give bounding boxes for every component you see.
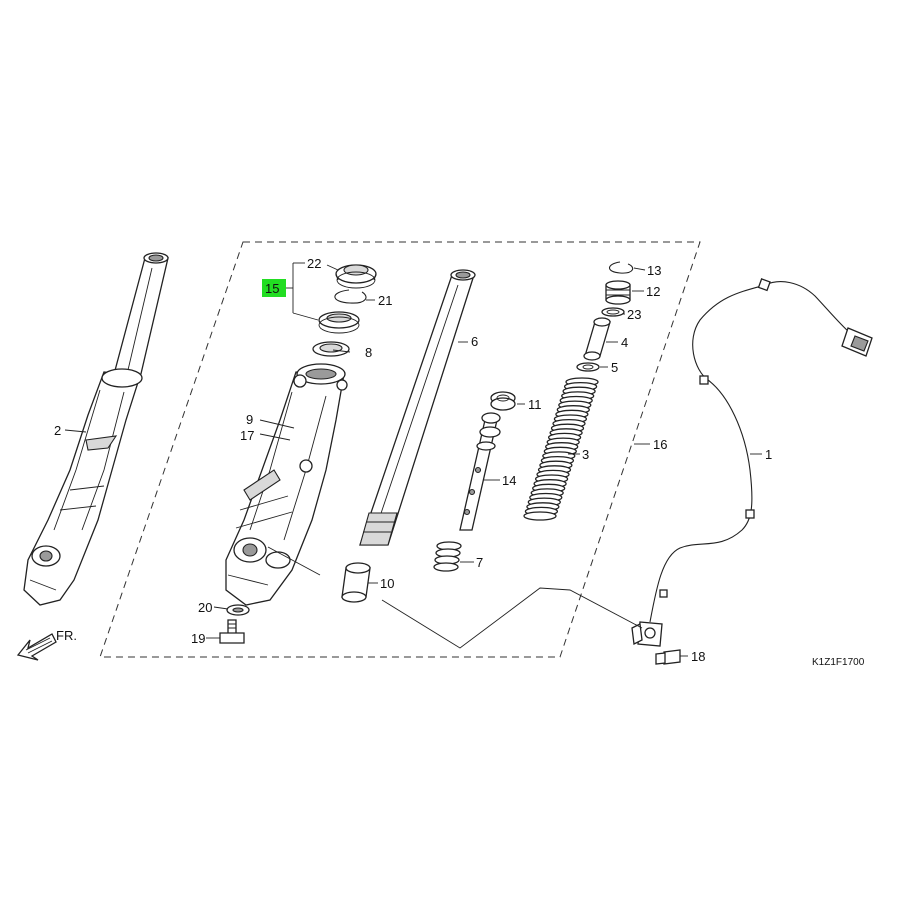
callout-10[interactable]: 10	[380, 576, 394, 591]
fork-inner-tube[interactable]	[359, 269, 476, 546]
o-ring[interactable]	[601, 307, 625, 317]
fork-piston[interactable]	[459, 412, 501, 531]
rebound-spring[interactable]	[433, 541, 462, 572]
callout-16[interactable]: 16	[653, 437, 667, 452]
back-up-ring[interactable]	[312, 341, 350, 357]
sealing-washer[interactable]	[226, 604, 250, 616]
slide-bushing[interactable]	[341, 562, 371, 603]
callout-7[interactable]: 7	[476, 555, 483, 570]
callout-14[interactable]: 14	[502, 473, 516, 488]
stopper-ring[interactable]	[334, 289, 367, 304]
front-direction-arrow: FR.	[16, 628, 77, 661]
callout-9[interactable]: 9	[246, 412, 253, 427]
spring-collar[interactable]	[583, 317, 611, 361]
fork-slider-right[interactable]	[225, 363, 348, 606]
callout-2[interactable]: 2	[54, 423, 61, 438]
callout-3[interactable]: 3	[582, 447, 589, 462]
callout-1[interactable]: 1	[765, 447, 772, 462]
callout-5[interactable]: 5	[611, 360, 618, 375]
callout-18[interactable]: 18	[691, 649, 705, 664]
spring-seat[interactable]	[576, 362, 600, 372]
callout-4[interactable]: 4	[621, 335, 628, 350]
callout-15[interactable]: 15	[265, 281, 279, 296]
circlip[interactable]	[608, 261, 634, 274]
dust-seal[interactable]	[335, 264, 377, 289]
callout-11[interactable]: 11	[528, 397, 542, 412]
fork-spring[interactable]	[523, 377, 599, 521]
fork-bolt[interactable]	[605, 280, 631, 305]
callouts: 1 2 3 4 5 6 7 8 9 10 11 12 13 14 15 16 1…	[54, 256, 772, 664]
callout-13[interactable]: 13	[647, 263, 661, 278]
piston-ring[interactable]	[490, 391, 516, 411]
fork-leg-left[interactable]	[23, 252, 169, 606]
callout-8[interactable]: 8	[365, 345, 372, 360]
diagram-code: K1Z1F1700	[812, 657, 865, 668]
callout-21[interactable]: 21	[378, 293, 392, 308]
speed-sensor-cable[interactable]	[631, 278, 873, 647]
callout-6[interactable]: 6	[471, 334, 478, 349]
callout-15-highlight	[262, 279, 286, 297]
callout-22[interactable]: 22	[307, 256, 321, 271]
spring-coil	[523, 511, 557, 521]
callout-17[interactable]: 17	[240, 428, 254, 443]
assembly-outline	[99, 241, 701, 658]
callout-20[interactable]: 20	[198, 600, 212, 615]
callout-12[interactable]: 12	[646, 284, 660, 299]
socket-bolt[interactable]	[219, 619, 245, 644]
oil-seal[interactable]	[318, 311, 360, 334]
callout-23[interactable]: 23	[627, 307, 641, 322]
callout-19[interactable]: 19	[191, 631, 205, 646]
front-arrow-label: FR.	[56, 628, 77, 643]
leader-lines	[64, 262, 762, 657]
sensor-bolt[interactable]	[655, 649, 681, 665]
